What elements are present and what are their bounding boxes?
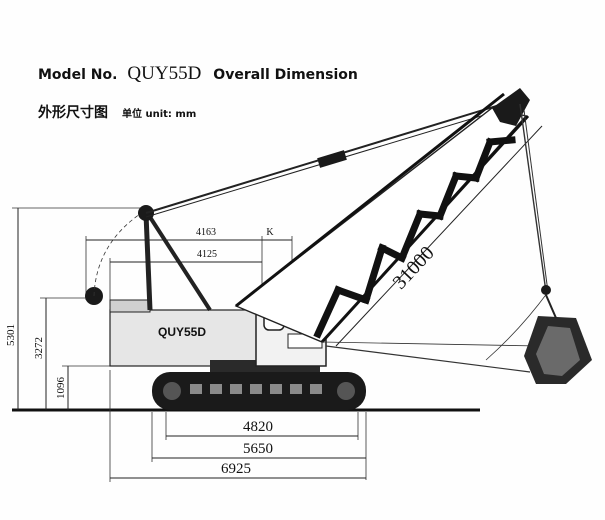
dim-5650: 5650: [243, 441, 273, 457]
crawler-track: [152, 372, 366, 410]
dim-k: K: [266, 227, 274, 238]
subtitle-cn: 外形尺寸图: [38, 104, 108, 121]
subtitle: 外形尺寸图 单位 unit: mm: [38, 104, 196, 121]
lattice-boom: [234, 88, 530, 344]
title-prefix: Model No.: [38, 67, 117, 83]
dim-4125: 4125: [197, 249, 217, 260]
dim-5301: 5301: [5, 324, 17, 346]
upper-body: QUY55D: [109, 299, 320, 372]
dim-1096: 1096: [55, 377, 67, 400]
upper-dimensions: 4163 K 4125: [85, 227, 293, 318]
title: Model No. QUY55D Overall Dimension: [38, 63, 358, 84]
dim-4820: 4820: [243, 419, 273, 435]
dim-4163: 4163: [196, 227, 216, 238]
unit-label: 单位 unit: mm: [122, 107, 196, 120]
lower-dimensions: 4820 5650 6925: [109, 370, 367, 482]
boom-pendant: [145, 99, 517, 218]
grab-bucket: [524, 285, 592, 384]
model-number: QUY55D: [127, 63, 201, 84]
dim-6925: 6925: [221, 461, 251, 477]
title-suffix: Overall Dimension: [213, 67, 358, 83]
dim-3272: 3272: [33, 337, 45, 359]
body-model-label: QUY55D: [158, 325, 206, 339]
hoist-rope: [325, 103, 549, 373]
a-frame-mast: [85, 205, 212, 312]
vertical-dimensions: 5301 3272 1096: [5, 207, 150, 410]
